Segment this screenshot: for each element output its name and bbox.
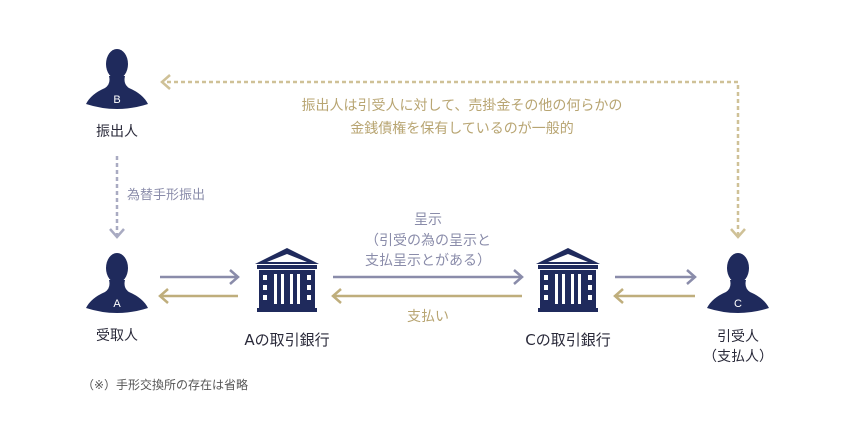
presentation-label: 呈示 bbox=[414, 212, 442, 228]
bank-c-icon bbox=[536, 248, 600, 312]
payment-label: 支払い bbox=[407, 309, 449, 325]
svg-text:A: A bbox=[113, 298, 121, 310]
footnote: （※）手形交換所の存在は省略 bbox=[82, 378, 249, 392]
drawee-label: 引受人 bbox=[717, 329, 759, 345]
presentation-note-2: 支払呈示とがある） bbox=[365, 253, 491, 269]
person-c-icon: C bbox=[707, 253, 769, 313]
claim-arrow bbox=[162, 80, 740, 236]
bank-c-label: Cの取引銀行 bbox=[525, 331, 611, 349]
draw-bill-arrowhead bbox=[109, 228, 125, 239]
draw-bill-label: 為替手形振出 bbox=[127, 188, 206, 203]
claim-arrowhead-down bbox=[730, 228, 746, 239]
presentation-note-1: （引受の為の呈示と bbox=[365, 233, 491, 249]
drawee-sublabel: （支払人） bbox=[703, 349, 773, 365]
bank-a-label: Aの取引銀行 bbox=[244, 331, 330, 349]
person-a-icon: A bbox=[86, 253, 148, 313]
svg-text:C: C bbox=[734, 298, 742, 310]
claim-note-1: 振出人は引受人に対して、売掛金その他の何らかの bbox=[301, 98, 623, 114]
bank-a-icon bbox=[255, 248, 319, 312]
claim-note-2: 金銭債権を保有しているのが一般的 bbox=[350, 121, 574, 137]
payee-label: 受取人 bbox=[96, 328, 138, 344]
svg-text:B: B bbox=[113, 94, 120, 106]
drawer-label: 振出人 bbox=[96, 124, 138, 140]
person-b-icon: B bbox=[86, 49, 148, 109]
claim-arrowhead-left bbox=[160, 74, 171, 90]
